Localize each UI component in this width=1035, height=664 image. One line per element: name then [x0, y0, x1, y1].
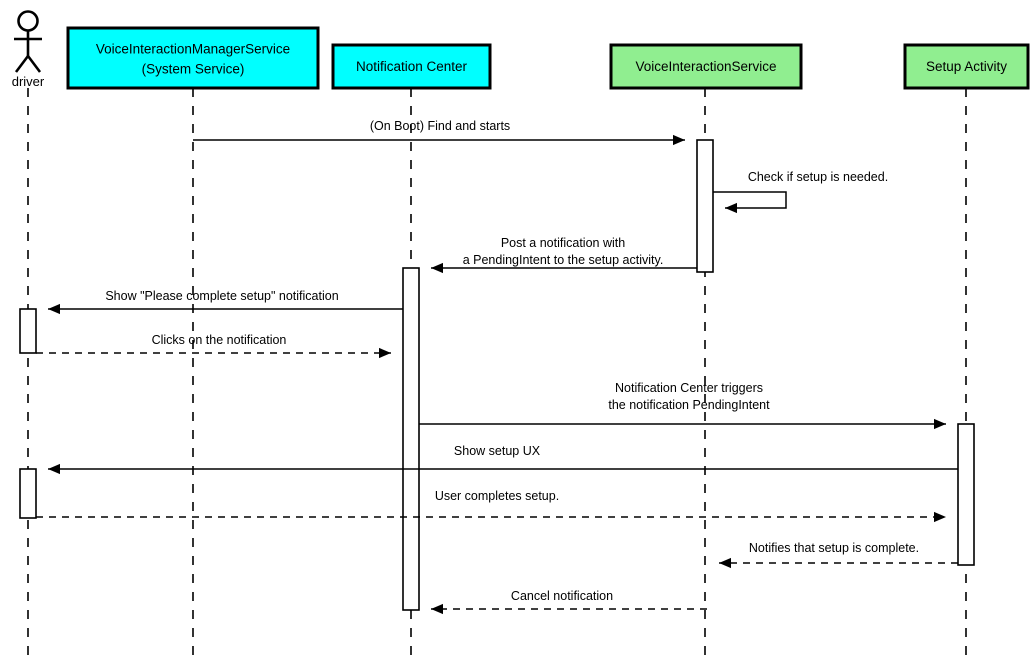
participant-box-vims[interactable]: VoiceInteractionManagerService (System Se…	[66, 26, 320, 90]
message-label-m8: User completes setup.	[435, 489, 559, 503]
participant-box-notifctr[interactable]: Notification Center	[331, 43, 492, 90]
activation-bar-driver	[19, 308, 37, 354]
message-m6[interactable]: Notification Center triggers the notifica…	[419, 381, 946, 430]
activation-bar-setup	[957, 423, 975, 566]
message-m9[interactable]: Notifies that setup is complete.	[719, 541, 958, 569]
actor-leg-left	[14, 55, 30, 73]
actor-head	[17, 10, 39, 32]
message-m8[interactable]: User completes setup.	[36, 489, 946, 523]
message-label-m3: Post a notification with	[501, 236, 625, 250]
message-m10[interactable]: Cancel notification	[431, 589, 707, 615]
participant-box-shape-vims	[66, 26, 320, 90]
participant-label-setup: Setup Activity	[926, 59, 1007, 74]
message-label-m1: (On Boot) Find and starts	[370, 119, 510, 133]
message-label-m7: Show setup UX	[454, 444, 541, 458]
participant-box-shape-setup	[903, 43, 1030, 90]
participant-label-vis: VoiceInteractionService	[635, 59, 776, 74]
message-m7[interactable]: Show setup UX	[48, 444, 958, 475]
message-label-m3: a PendingIntent to the setup activity.	[463, 253, 664, 267]
message-arrow-m2	[713, 191, 787, 214]
activation-bar-driver	[19, 468, 37, 519]
message-label-m6: Notification Center triggers	[615, 381, 763, 395]
participant-label-driver: driver	[12, 74, 45, 89]
activation-bar-vis	[696, 139, 714, 273]
participant-label-vims-line1: VoiceInteractionManagerService	[96, 42, 290, 57]
message-label-m10: Cancel notification	[511, 589, 613, 603]
message-label-m4: Show "Please complete setup" notificatio…	[105, 289, 338, 303]
activations-group	[19, 139, 975, 611]
message-label-m9: Notifies that setup is complete.	[749, 541, 919, 555]
message-m4[interactable]: Show "Please complete setup" notificatio…	[48, 289, 403, 315]
message-m5[interactable]: Clicks on the notification	[36, 333, 391, 359]
actor-leg-right	[26, 55, 42, 73]
participant-box-shape-vis	[609, 43, 803, 90]
participant-box-setup[interactable]: Setup Activity	[903, 43, 1030, 90]
participant-box-vis[interactable]: VoiceInteractionService	[609, 43, 803, 90]
participants-group: driver VoiceInteractionManagerService (Sys…	[12, 10, 1030, 90]
activation-bar-notifctr	[402, 267, 420, 611]
participant-actor-driver[interactable]: driver	[12, 10, 45, 90]
message-m3[interactable]: Post a notification with a PendingIntent …	[431, 236, 697, 274]
message-label-m6: the notification PendingIntent	[608, 398, 770, 412]
participant-box-shape-notifctr	[331, 43, 492, 90]
participant-label-notifctr: Notification Center	[356, 59, 468, 74]
message-m2[interactable]: Check if setup is needed.	[713, 170, 888, 214]
participant-label-vims-line2: (System Service)	[142, 62, 245, 77]
message-label-m5: Clicks on the notification	[152, 333, 287, 347]
message-label-m2: Check if setup is needed.	[748, 170, 888, 184]
message-m1[interactable]: (On Boot) Find and starts	[193, 119, 685, 146]
